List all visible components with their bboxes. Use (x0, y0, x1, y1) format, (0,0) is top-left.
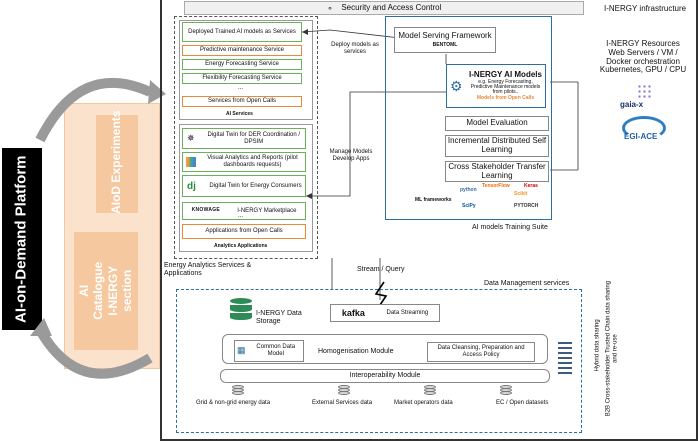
data-streaming-box[interactable]: kafka Data Streaming (330, 304, 440, 322)
resources-title: I-NERGY Resources (606, 39, 680, 48)
digital-twin-der-icon: ✵ (187, 132, 195, 143)
ai-catalogue-box[interactable]: AI Catalogue I-NERGY section (74, 232, 138, 350)
side-note: B2B Cross-stakeholder Trusted Chain data… (590, 280, 630, 430)
data-management-label: Data Management services (484, 280, 570, 287)
external-data-icon (338, 385, 350, 395)
ai-models-open-calls: Models from Open Calls (476, 94, 535, 101)
data-management-group (176, 289, 582, 433)
homogenisation-label: Homogenisation Module (318, 348, 394, 355)
egiace-logo: EGI-ACE (624, 132, 658, 141)
gaiax-icon (637, 84, 651, 98)
aiod-experiments-box[interactable]: AIoD Experiments (96, 111, 138, 214)
analytics-group-label: Energy Analytics Services & Applications (164, 262, 252, 277)
resources-line-2: Docker orchestration (606, 56, 680, 66)
keras-logo: Keras (524, 183, 538, 189)
manage-models-label: Manage Models Develop Apps (329, 149, 373, 162)
tensorflow-logo: TensorFlow (482, 183, 510, 189)
ai-services-dots: ... (238, 85, 244, 91)
training-suite-label: AI models Training Suite (472, 224, 548, 231)
security-bar[interactable]: ⚬ Security and Access Control (184, 1, 584, 15)
storage-label: I-NERGY Data Storage (256, 310, 302, 325)
source-external: External Services data (312, 400, 373, 406)
infrastructure-label: I-NERGY infrastructure (604, 4, 687, 13)
cleansing-box[interactable]: Data Cleansing, Preparation and Access P… (427, 342, 535, 362)
security-label: Security and Access Control (341, 2, 442, 12)
model-serving-label: Model Serving Framework (398, 30, 492, 40)
analytics-group (174, 16, 318, 259)
left-panel: AI-on-Demand Platform AIoD Experiments A… (0, 100, 160, 369)
stream-query-label: Stream / Query (357, 266, 405, 273)
analytics-apps-group (179, 124, 313, 252)
bentoml-logo: BENTOML (432, 41, 458, 48)
resources-line-3: Kubernetes, GPU / CPU (599, 65, 687, 75)
model-evaluation-box[interactable]: Model Evaluation (445, 116, 549, 131)
main-frame (160, 0, 698, 441)
sync-arrows (30, 77, 166, 379)
source-ec: EC / Open datasets (496, 400, 549, 406)
python-logo: python (460, 187, 477, 193)
scikit-logo: Scikit (514, 191, 528, 197)
resources-line-1: Web Servers / VM / (608, 47, 678, 57)
market-data-icon (424, 385, 436, 395)
kafka-logo: kafka (341, 308, 365, 318)
brain-icon: ⚙ (450, 78, 463, 94)
ai-service-flexibility[interactable]: Flexibility Forecasting Service (182, 73, 302, 84)
django-icon: dj (187, 180, 196, 192)
analytics-apps-caption: Analytics Applications (214, 243, 268, 249)
source-market: Market operators data (394, 400, 453, 406)
app-digital-twin-consumers[interactable]: dj Digital Twin for Energy Consumers (182, 175, 306, 197)
ai-models-title: I-NERGY AI Models (469, 70, 542, 80)
incremental-box[interactable]: Incremental Distributed Self Learning (445, 135, 549, 157)
data-streaming-label: Data Streaming (386, 309, 429, 316)
lock-icon: ⚬ (326, 3, 334, 13)
training-suite-group (385, 16, 552, 220)
deploy-models-label: Deploy models as services (331, 42, 379, 55)
platform-box[interactable]: AI-on-Demand Platform (2, 148, 42, 330)
side-note-hybrid: Hybrid data sharing (594, 319, 601, 372)
gaiax-logo: gaia-x (620, 100, 644, 109)
app-digital-twin-der[interactable]: ✵ Digital Twin for DER Coordination / DP… (182, 128, 306, 149)
model-serving-box[interactable]: Model Serving Framework BENTOML (394, 27, 496, 53)
ledger-icon (558, 342, 572, 374)
app-visual-analytics[interactable]: Visual Analytics and Reports (pilot dash… (182, 152, 306, 172)
ai-service-predictive[interactable]: Predictive maintenance Service (182, 45, 302, 56)
ai-service-energy-forecasting[interactable]: Energy Forecasting Service (182, 59, 302, 70)
source-grid: Grid & non-grid energy data (196, 400, 271, 406)
ai-models-box[interactable]: ⚙ I-NERGY AI Models e.g. Energy Forecast… (446, 64, 546, 108)
interoperability-box[interactable]: Interoperability Module (220, 369, 550, 383)
knowage-logo: KNOWAGE (191, 207, 221, 214)
ml-frameworks-logos: python TensorFlow Scikit Keras SciPy PYT… (458, 183, 548, 216)
scipy-logo: SciPy (462, 203, 476, 209)
storage-icon (230, 298, 252, 326)
ai-service-open-calls[interactable]: Services from Open Calls (182, 96, 302, 107)
ec-data-icon (500, 385, 512, 395)
grid-data-icon (232, 385, 244, 395)
ai-services-group (179, 20, 313, 120)
ai-service-deployed[interactable]: Deployed Trained AI models as Services (182, 22, 302, 42)
cross-stakeholder-box[interactable]: Cross Stakeholder Transfer Learning (445, 161, 549, 182)
side-note-text: B2B Cross-stakeholder Trusted Chain data… (605, 280, 618, 417)
pytorch-logo: PYTORCH (514, 203, 539, 209)
ai-services-caption: AI Services (226, 111, 253, 117)
ai-models-sub: e.g. Energy Forecasting, Predictive Main… (470, 78, 541, 96)
common-model-box[interactable]: ▦ Common Data Model (234, 340, 304, 362)
egiace-icon (622, 116, 666, 140)
chart-icon (186, 157, 196, 167)
app-open-calls[interactable]: Applications from Open Calls (182, 224, 306, 239)
network-icon: ▦ (237, 345, 246, 356)
resources-block: I-NERGY Resources Web Servers / VM / Doc… (592, 39, 694, 75)
apps-dots: ... (238, 213, 244, 219)
app-marketplace[interactable]: KNOWAGE I-NERGY Marketplace (182, 202, 306, 220)
ml-frameworks-label: ML frameworks (415, 197, 452, 203)
